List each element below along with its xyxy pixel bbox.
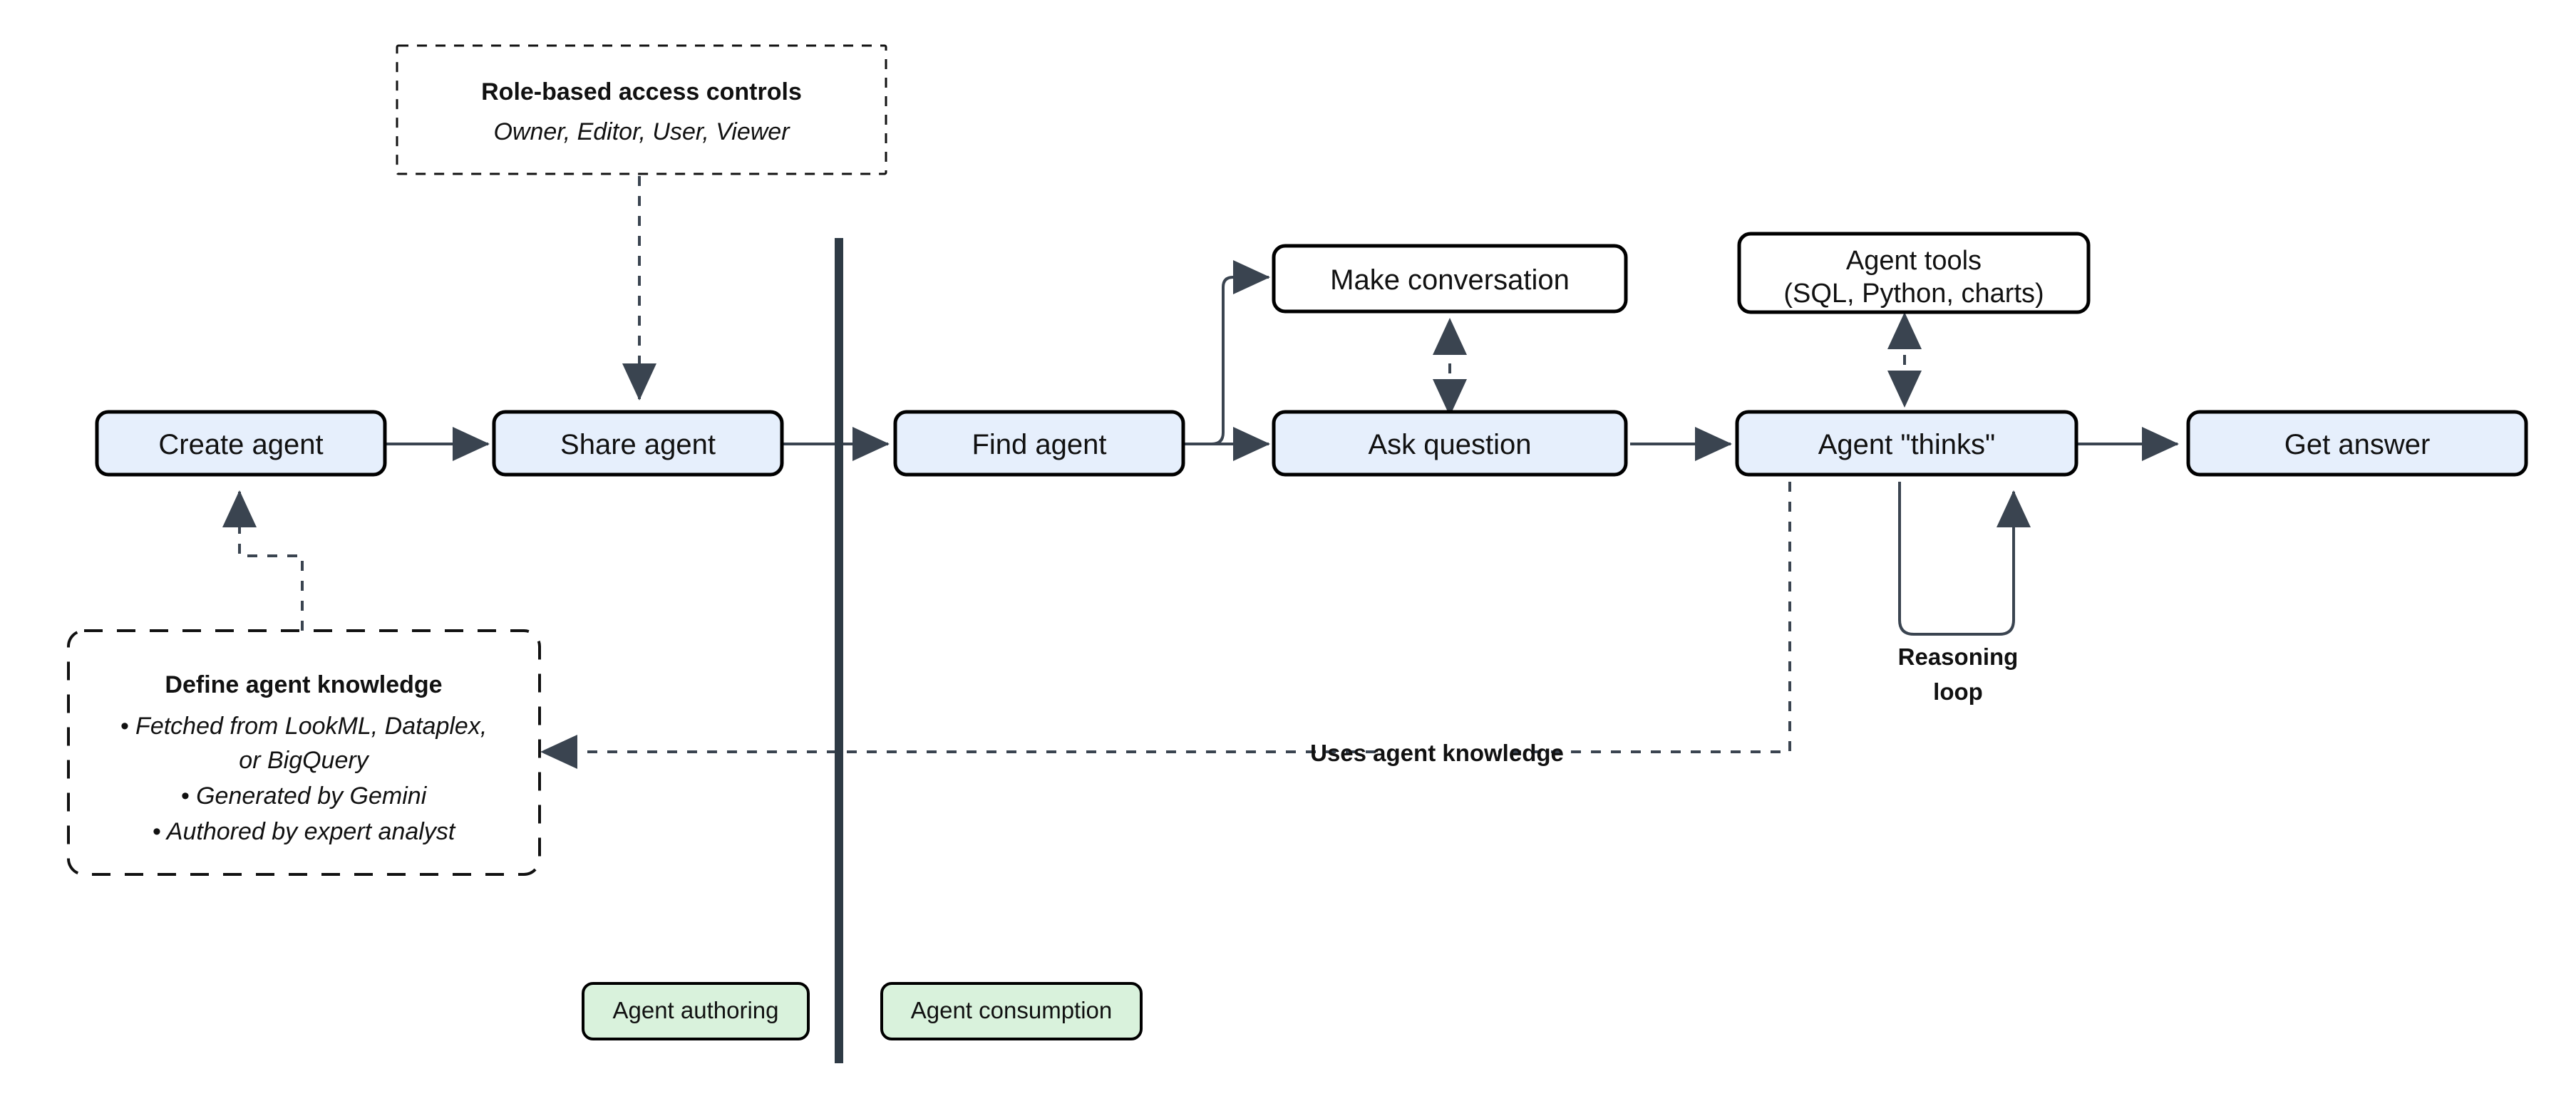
agent-tools-label-line2: (SQL, Python, charts) bbox=[1783, 279, 2044, 309]
agent-authoring-tag-label: Agent authoring bbox=[612, 997, 778, 1023]
get-answer-label: Get answer bbox=[2284, 429, 2431, 460]
ask-question-label: Ask question bbox=[1368, 429, 1531, 460]
create-agent-label: Create agent bbox=[158, 429, 323, 460]
get-answer-box[interactable] bbox=[2186, 410, 2528, 477]
node-agent-tools[interactable]: Agent tools (SQL, Python, charts) bbox=[1737, 232, 2091, 314]
knowledge-note-bullet-2: • Generated by Gemini bbox=[181, 782, 428, 810]
find-agent-box[interactable] bbox=[893, 410, 1185, 477]
share-agent-label: Share agent bbox=[560, 429, 716, 460]
agent-thinks-box[interactable] bbox=[1735, 410, 2078, 477]
agent-consumption-tag-label: Agent consumption bbox=[911, 997, 1113, 1023]
knowledge-note-bullet-3: • Authored by expert analyst bbox=[153, 818, 456, 845]
make-conversation-box[interactable] bbox=[1272, 244, 1628, 314]
find-agent-label: Find agent bbox=[972, 429, 1106, 460]
node-get-answer[interactable]: Get answer bbox=[2186, 410, 2528, 477]
knowledge-note-title: Define agent knowledge bbox=[165, 671, 442, 698]
edge-knowledge-to-create-agent bbox=[222, 490, 304, 631]
rbac-note-box bbox=[396, 44, 887, 175]
make-conversation-label: Make conversation bbox=[1330, 264, 1570, 296]
agent-tools-box[interactable] bbox=[1737, 232, 2091, 314]
edge-reasoning-loop bbox=[1898, 482, 2031, 636]
ask-question-box[interactable] bbox=[1272, 410, 1628, 477]
node-ask-question[interactable]: Ask question bbox=[1272, 410, 1628, 477]
reasoning-loop-label-line1: Reasoning bbox=[1898, 644, 2019, 670]
uses-knowledge-label-bg bbox=[1376, 735, 1498, 768]
agent-authoring-tag-box bbox=[582, 982, 810, 1040]
node-create-agent[interactable]: Create agent bbox=[95, 410, 387, 477]
node-agent-thinks[interactable]: Agent "thinks" bbox=[1735, 410, 2078, 477]
knowledge-note-box bbox=[67, 629, 541, 876]
agent-thinks-label: Agent "thinks" bbox=[1818, 429, 1996, 460]
knowledge-note-bullet-0: • Fetched from LookML, Dataplex, bbox=[120, 713, 488, 740]
node-share-agent[interactable]: Share agent bbox=[492, 410, 784, 477]
knowledge-note-bullet-1: or BigQuery bbox=[239, 747, 369, 774]
node-make-conversation[interactable]: Make conversation bbox=[1272, 244, 1628, 314]
rbac-note-subtitle: Owner, Editor, User, Viewer bbox=[493, 118, 790, 145]
reasoning-loop-label-line2: loop bbox=[1933, 678, 1983, 705]
node-find-agent[interactable]: Find agent bbox=[893, 410, 1185, 477]
edge-uses-knowledge-right bbox=[1497, 482, 1791, 753]
uses-agent-knowledge-label: Uses agent knowledge bbox=[1310, 740, 1564, 766]
agent-tools-label-line1: Agent tools bbox=[1846, 246, 1982, 276]
edge-find-to-make-conversation bbox=[1184, 260, 1270, 445]
create-agent-box[interactable] bbox=[95, 410, 387, 477]
tag-agent-authoring: Agent authoring bbox=[582, 982, 810, 1040]
rbac-note-title: Role-based access controls bbox=[481, 78, 802, 105]
tag-agent-consumption: Agent consumption bbox=[880, 982, 1143, 1040]
share-agent-box[interactable] bbox=[492, 410, 784, 477]
agent-consumption-tag-box bbox=[880, 982, 1143, 1040]
